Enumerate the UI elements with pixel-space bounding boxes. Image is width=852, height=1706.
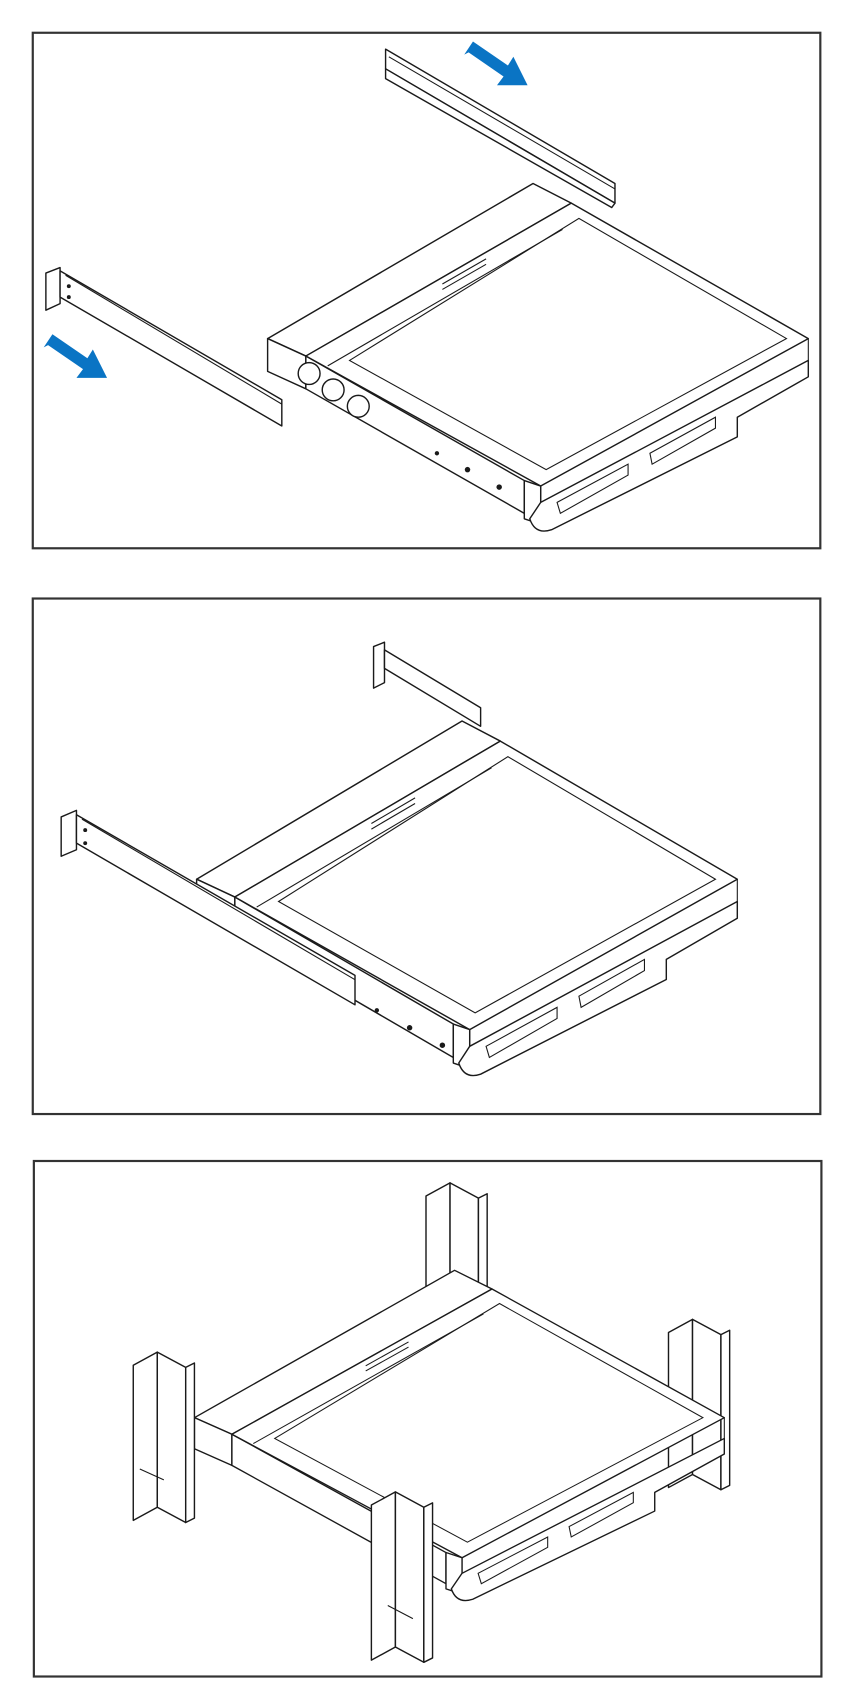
rack-post-front-right [370,1491,434,1664]
rear-rail-left [60,809,356,1006]
panel-step-2 [31,597,822,1116]
drawer-unit [266,182,810,532]
panel-step-3 [32,1159,823,1678]
panel-frame [31,31,822,550]
rack-post-front-left [132,1351,196,1524]
panel-frame [31,597,822,1116]
rear-rail-left [45,266,283,427]
rear-rail-right [372,641,482,728]
panel-frame [32,1159,823,1678]
drawer-unit [193,1269,726,1602]
panel-step-1 [31,31,822,550]
arrow-left-icon [43,334,108,378]
rear-rail-right [384,48,616,209]
drawer-unit [195,720,739,1077]
arrow-right-icon [464,41,528,86]
